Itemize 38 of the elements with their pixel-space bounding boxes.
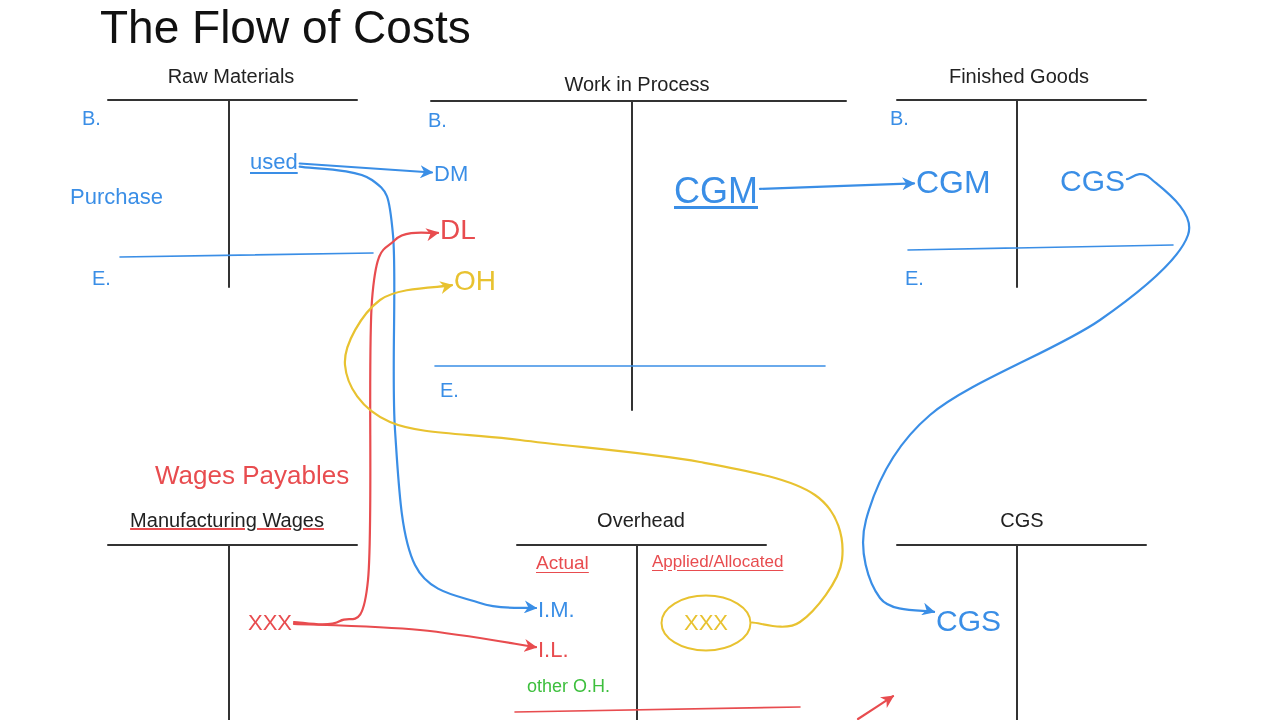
- account-title: Overhead: [597, 508, 685, 532]
- arrow: [298, 162, 434, 179]
- entry-text: CGM: [914, 162, 993, 202]
- entry-text: CGS: [934, 602, 1003, 640]
- column-heading: Actual: [536, 552, 589, 575]
- entry-text: I.M.: [536, 596, 577, 624]
- crossed-out-account-title: Manufacturing Wages: [130, 508, 324, 532]
- arrow: [862, 173, 1191, 617]
- entry-text: CGM: [672, 168, 760, 213]
- arrow: [292, 622, 538, 652]
- arrow: [758, 177, 916, 191]
- account-title: Wages Payables: [155, 460, 350, 492]
- entry-text: I.L.: [536, 636, 571, 664]
- arrow: [856, 695, 895, 720]
- balance-label: E.: [440, 378, 459, 402]
- entry-text: DL: [438, 212, 478, 247]
- entry-text: used: [248, 148, 300, 176]
- page-title: The Flow of Costs: [100, 0, 471, 55]
- entry-text: CGS: [1058, 162, 1127, 200]
- entry-text: DM: [432, 160, 471, 188]
- arrow: [298, 165, 538, 614]
- entry-text: Purchase: [70, 184, 163, 211]
- balance-label: E.: [92, 266, 111, 290]
- arrow: [343, 280, 844, 628]
- column-heading: Applied/Allocated: [652, 552, 784, 573]
- circled-entry: XXX: [660, 594, 752, 652]
- balance-label: B.: [890, 106, 909, 130]
- account-title: Raw Materials: [167, 64, 295, 88]
- account-title: Finished Goods: [948, 64, 1090, 88]
- balance-label: B.: [428, 108, 447, 132]
- entry-text: other O.H.: [527, 676, 611, 698]
- account-title: Work in Process: [564, 72, 710, 96]
- account-title: CGS: [1000, 508, 1044, 532]
- entry-text: XXX: [246, 609, 295, 637]
- balance-label: E.: [905, 266, 924, 290]
- balance-label: B.: [82, 106, 101, 130]
- entry-text: OH: [452, 263, 498, 298]
- arrow: [292, 227, 440, 626]
